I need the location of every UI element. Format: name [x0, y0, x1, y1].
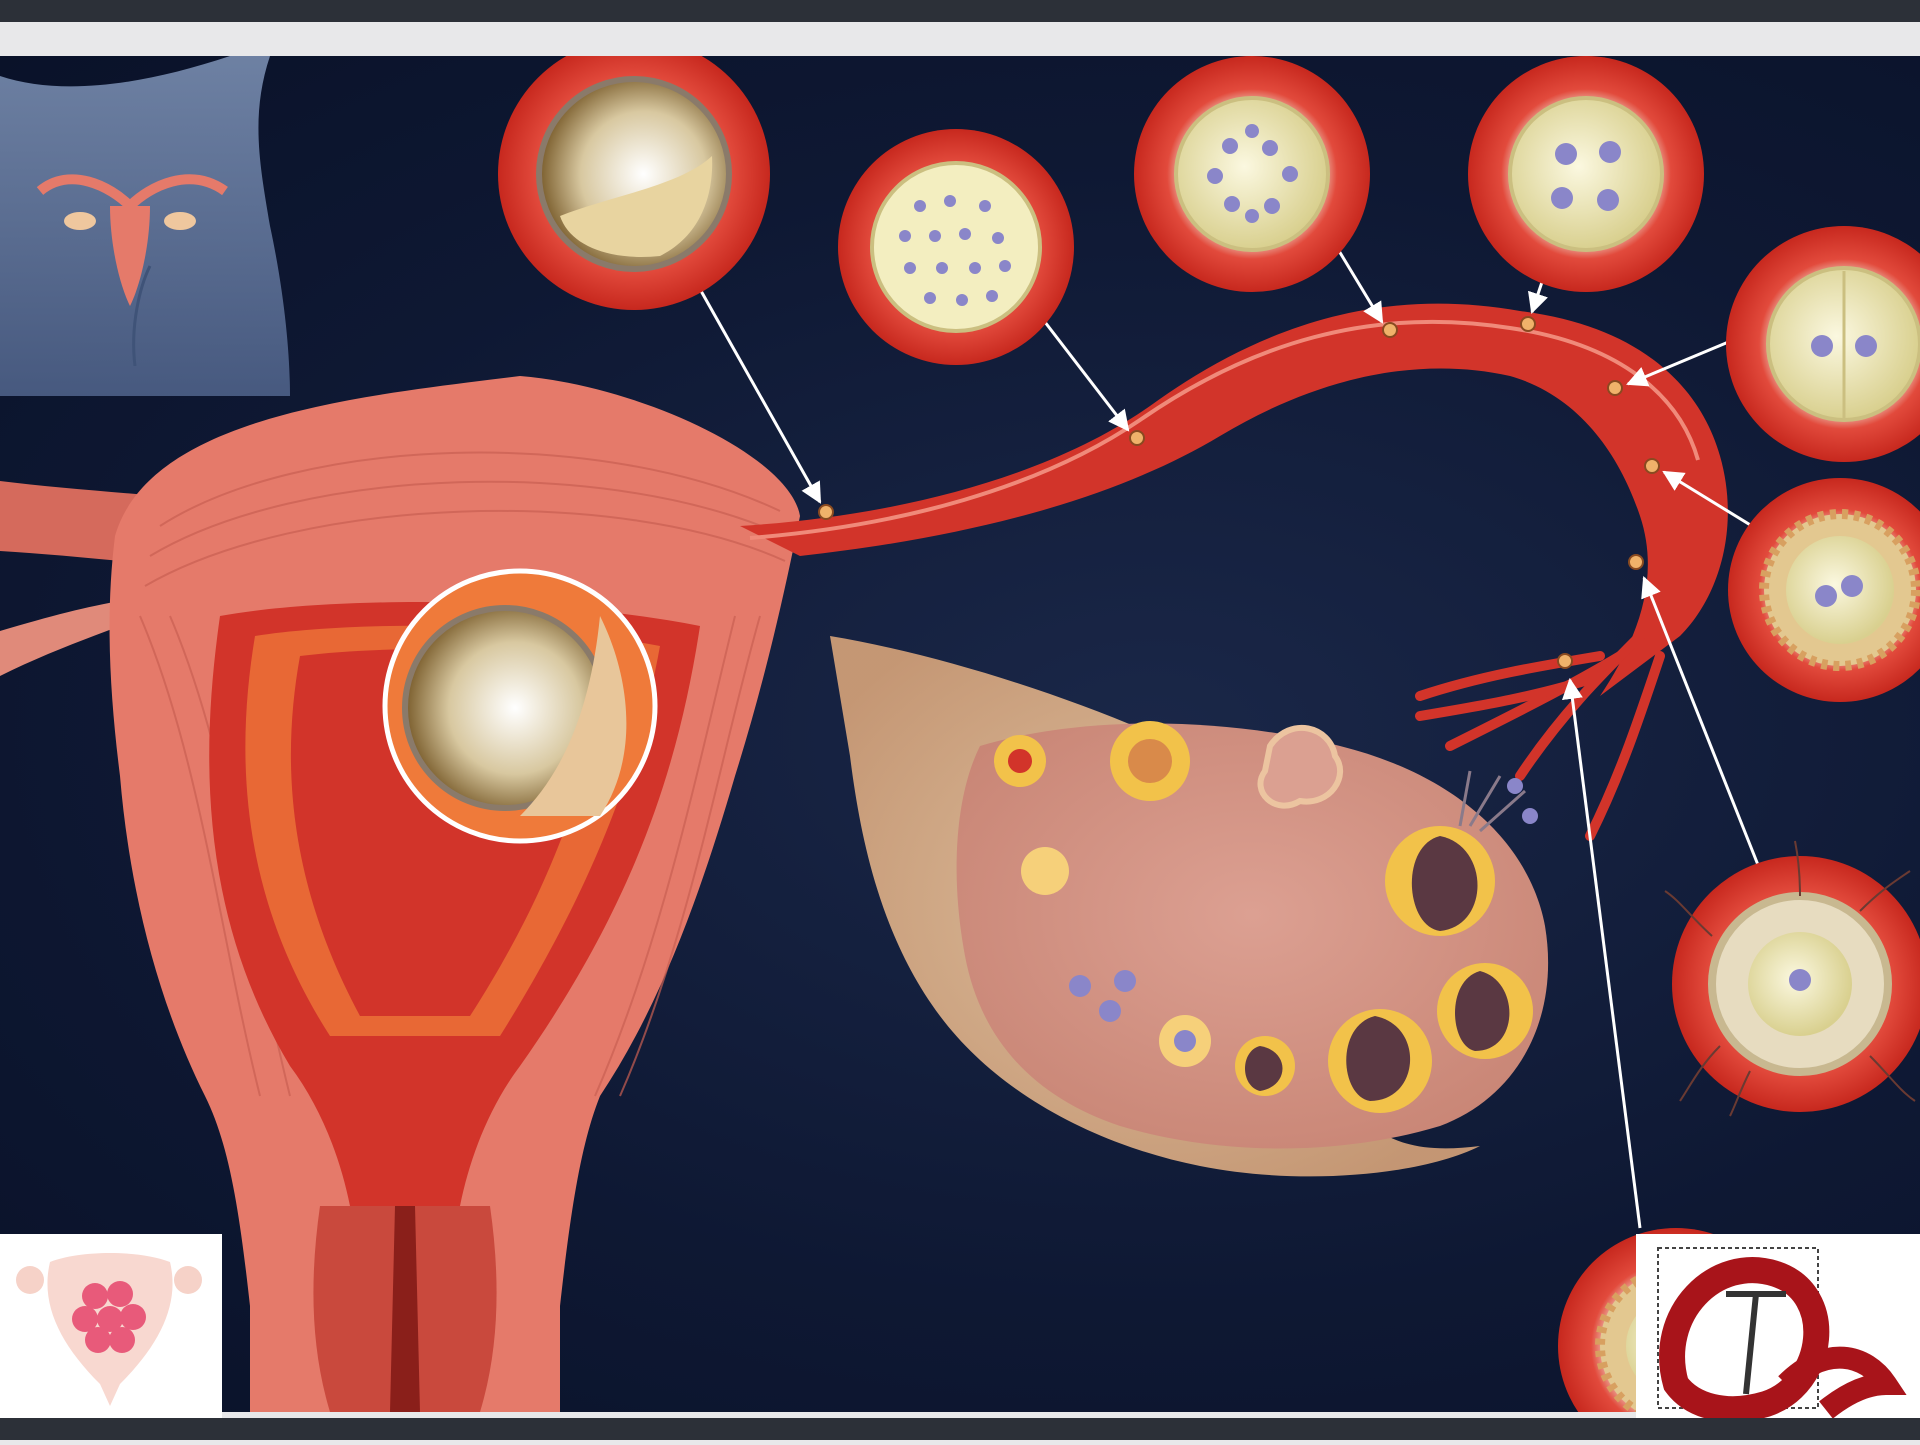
university-seal-icon: [1636, 1234, 1920, 1440]
anatomy-diagram: [0, 56, 1920, 1412]
stage-blastocyst-hatching: [498, 56, 770, 310]
university-seal-logo: [1636, 1234, 1920, 1440]
stage-two-cell: [1726, 226, 1920, 462]
uterus-embryo-icon: [0, 1234, 222, 1418]
diagram-panel: [0, 56, 1920, 1412]
stage-morula: [838, 129, 1074, 365]
uterus-embryo-logo: [0, 1234, 222, 1418]
stage-fertilization: [1665, 841, 1920, 1116]
bottom-frame-bar: [0, 1418, 1920, 1440]
top-frame-bar: [0, 0, 1920, 22]
stage-four-cell: [1468, 56, 1704, 292]
stage-eight-cell: [1134, 56, 1370, 292]
stage-blastocyst-implanting: [385, 571, 655, 841]
body-silhouette: [0, 56, 290, 396]
stage-pronuclei: [1728, 478, 1920, 702]
round-ligament: [0, 601, 120, 676]
